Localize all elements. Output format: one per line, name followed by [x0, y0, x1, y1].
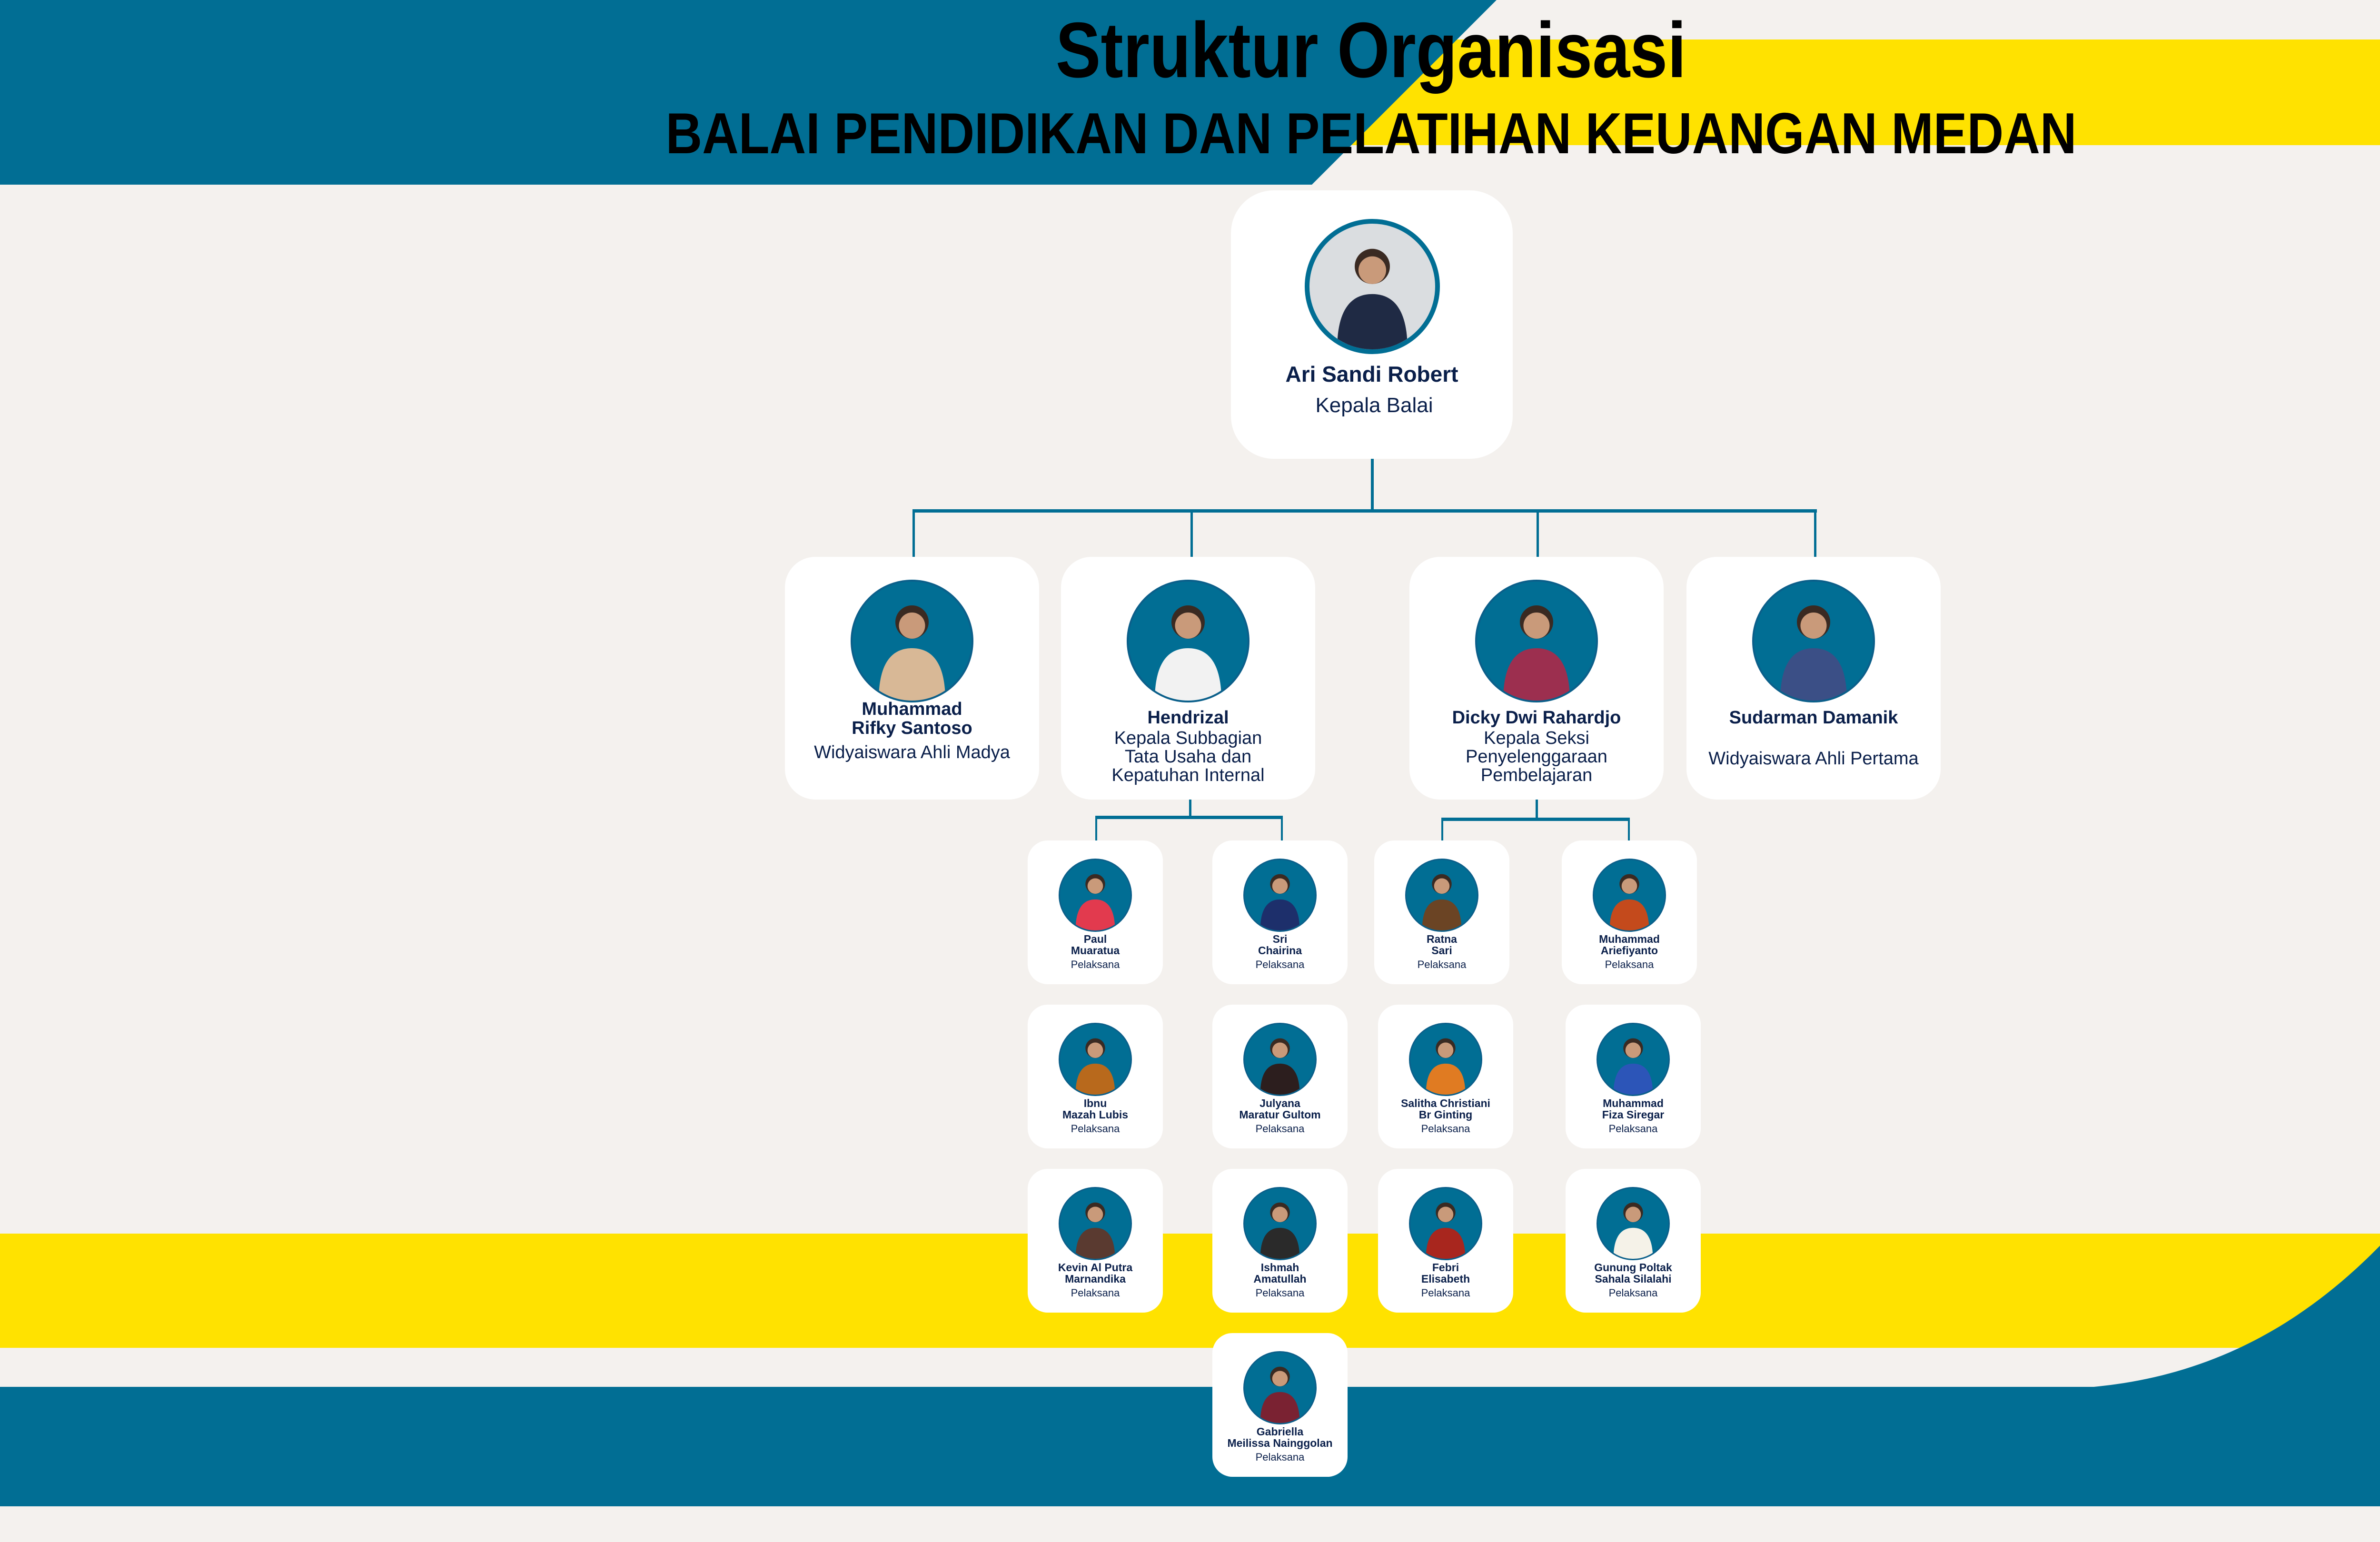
person-photo-icon — [1409, 1023, 1482, 1096]
person-name: Hendrizal — [1147, 708, 1229, 728]
person-role: Pelaksana — [1071, 1287, 1120, 1299]
person-photo-icon — [1059, 859, 1132, 932]
top-yellow-band — [1285, 40, 2380, 145]
connector-line — [1814, 509, 1816, 558]
person-role: Pelaksana — [1071, 959, 1120, 970]
person-role: Pelaksana — [1255, 1287, 1305, 1299]
person-role: Pelaksana — [1421, 1287, 1470, 1299]
org-card-head[interactable]: Ari Sandi Robert Kepala Balai — [1231, 190, 1513, 459]
person-role: Pelaksana — [1255, 1451, 1305, 1463]
person-role: Pelaksana — [1608, 1287, 1658, 1299]
person-role: Pelaksana — [1255, 1123, 1305, 1135]
person-photo-icon — [1752, 580, 1875, 702]
person-photo-icon — [1597, 1023, 1670, 1096]
bottom-teal-shape — [0, 1245, 2380, 1506]
person-name: Ari Sandi Robert — [1285, 362, 1458, 386]
person-role: Pelaksana — [1608, 1123, 1658, 1135]
person-photo-icon — [1405, 859, 1478, 932]
connector-line — [1281, 816, 1283, 841]
connector-line — [1628, 818, 1630, 841]
person-photo-icon — [1127, 580, 1250, 702]
person-photo-icon — [1243, 859, 1317, 932]
person-name: Sudarman Damanik — [1729, 708, 1898, 728]
person-photo-icon — [1593, 859, 1666, 932]
person-photo-icon — [1243, 1023, 1317, 1096]
person-photo-icon — [1243, 1187, 1317, 1260]
person-role: Kepala Balai — [1315, 394, 1433, 417]
connector-line — [1095, 816, 1283, 819]
page-title: Struktur Organisasi — [0, 5, 2380, 95]
person-photo-icon — [851, 580, 973, 702]
person-role: Pelaksana — [1605, 959, 1654, 970]
person-photo-icon — [1059, 1187, 1132, 1260]
bottom-yellow-band — [0, 1234, 2380, 1348]
page-title-text: Struktur Organisasi — [1055, 6, 1686, 94]
top-teal-shape — [0, 0, 1497, 185]
connector-line — [1441, 818, 1443, 841]
person-role: Pelaksana — [1071, 1123, 1120, 1135]
connector-line — [1536, 799, 1538, 820]
person-photo-icon — [1475, 580, 1598, 702]
person-role: Widyaiswara Ahli Madya — [814, 742, 1010, 762]
connector-line — [912, 509, 915, 558]
connector-line — [1190, 509, 1193, 558]
person-photo-icon — [1305, 219, 1440, 354]
person-photo-icon — [1597, 1187, 1670, 1260]
connector-line — [1371, 458, 1374, 511]
connector-line — [1189, 799, 1191, 818]
person-photo-icon — [1243, 1351, 1317, 1424]
connector-line — [912, 509, 1817, 513]
person-photo-icon — [1409, 1187, 1482, 1260]
connector-line — [1095, 816, 1097, 841]
person-role: Widyaiswara Ahli Pertama — [1708, 749, 1919, 769]
connector-line — [1441, 818, 1630, 821]
person-role: Pelaksana — [1417, 959, 1467, 970]
page-subtitle-text: BALAI PENDIDIKAN DAN PELATIHAN KEUANGAN … — [665, 101, 2077, 166]
org-card-sudarman[interactable]: Sudarman Damanik Widyaiswara Ahli Pertam… — [1686, 557, 1941, 800]
person-role: Pelaksana — [1255, 959, 1305, 970]
connector-line — [1537, 509, 1539, 558]
page-subtitle: BALAI PENDIDIKAN DAN PELATIHAN KEUANGAN … — [0, 98, 2380, 169]
person-role: Pelaksana — [1421, 1123, 1470, 1135]
person-name: Dicky Dwi Rahardjo — [1452, 708, 1621, 728]
person-photo-icon — [1059, 1023, 1132, 1096]
